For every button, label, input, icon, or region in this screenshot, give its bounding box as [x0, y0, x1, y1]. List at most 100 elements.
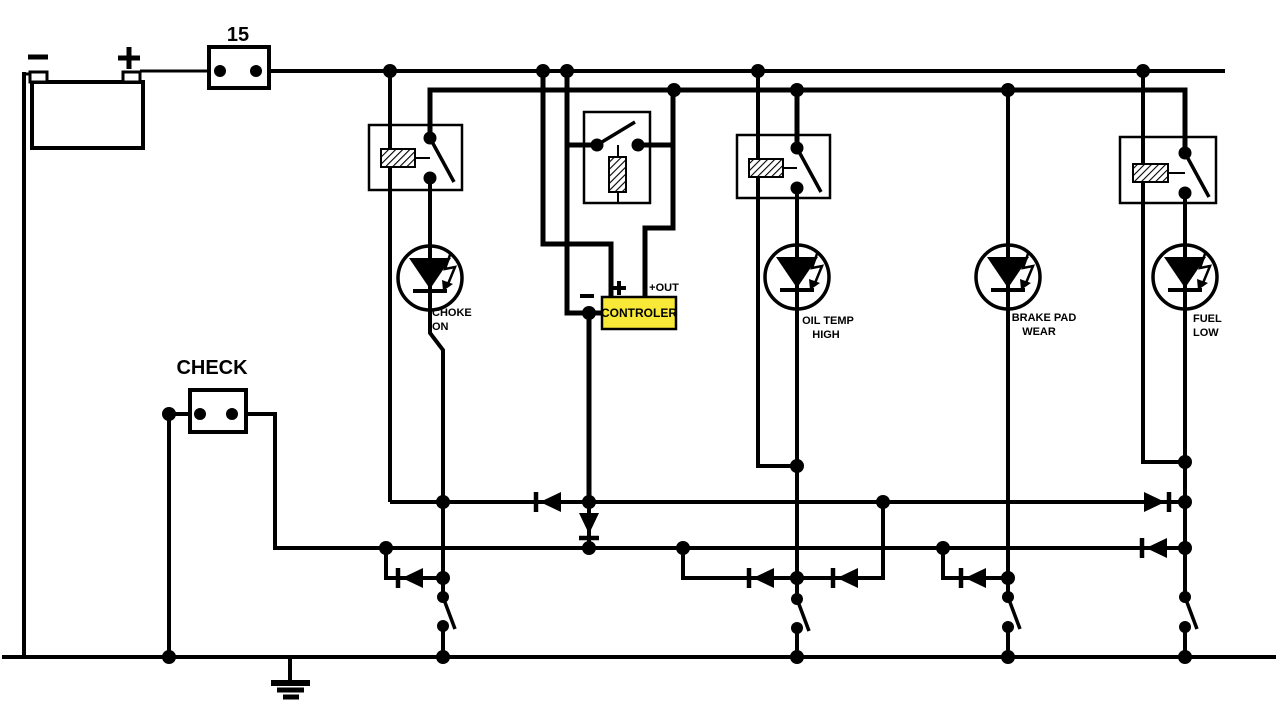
- contact-dot: [791, 593, 803, 605]
- brake-diode-row: [941, 548, 1008, 580]
- fuel-check-diode: [1139, 538, 1167, 558]
- contact-dot: [437, 620, 449, 632]
- brake-lamp-label-1: BRAKE PAD: [1012, 312, 1077, 324]
- fuel-lamp: [1151, 243, 1219, 311]
- oil-temp-relay-contact-dot: [790, 181, 804, 195]
- choke-relay-coil: [380, 148, 416, 168]
- choke-diode-branch: [384, 548, 443, 580]
- controller-box: [600, 295, 678, 331]
- junctions-layer: [162, 64, 1192, 664]
- controller-minus-diode: [579, 513, 599, 541]
- junction-dot: [560, 64, 574, 78]
- choke-relay-box: [367, 123, 464, 192]
- choke-relay: [367, 123, 464, 192]
- junction-dot: [936, 541, 950, 555]
- fuel-lamp-flash-icon: [1198, 250, 1213, 284]
- junction-dot: [383, 64, 397, 78]
- junction-dot: [1136, 64, 1150, 78]
- choke-lamp-flash-arrowhead: [442, 280, 453, 291]
- junction-dot: [436, 650, 450, 664]
- controller-minus-diode-triangle: [579, 513, 599, 534]
- contact-dot: [1179, 621, 1191, 633]
- junction-dot: [162, 650, 176, 664]
- fuel-lamp-flash-arrowhead: [1197, 279, 1208, 290]
- controller-out-label: +OUT: [649, 282, 679, 294]
- junction-dot: [162, 407, 176, 421]
- fuel-relay: [1118, 135, 1218, 205]
- junction-dot: [790, 83, 804, 97]
- brake-pad-lamp: [974, 243, 1042, 311]
- junction-dot: [1178, 650, 1192, 664]
- junction-dot: [790, 650, 804, 664]
- junction-dot: [1001, 571, 1015, 585]
- junction-dot: [1178, 455, 1192, 469]
- choke-lamp-wire: [428, 178, 445, 597]
- choke-lamp-flash-icon: [443, 251, 458, 285]
- contact-dot: [226, 408, 238, 420]
- brake-check-diode: [958, 568, 986, 588]
- fuel-lamp-label-2: LOW: [1193, 327, 1219, 339]
- controller-relay-contact-dot: [590, 138, 604, 152]
- junction-dot: [436, 571, 450, 585]
- oil-relay-arm: [795, 147, 823, 193]
- oil-temp-relay-contact-dot: [790, 141, 804, 155]
- junction-dot: [790, 571, 804, 585]
- brake-check-diode-triangle: [965, 568, 986, 588]
- fuel-coil-wire: [1141, 71, 1185, 464]
- oil-diode-row: [681, 502, 885, 580]
- brake-lamp-label-2: WEAR: [1022, 326, 1056, 338]
- oil-coil-wire: [756, 71, 797, 468]
- choke-check-diode: [395, 568, 423, 588]
- brake-pad-lamp-flash-arrowhead: [1020, 279, 1031, 290]
- fuel-lamp-label-1: FUEL: [1193, 313, 1222, 325]
- brake-pad-lamp-triangle: [987, 257, 1029, 288]
- mid-right-contact-down: [642, 145, 676, 297]
- choke-relay-contact-dot: [423, 131, 437, 145]
- fuel-lamp-circle: [1151, 243, 1219, 311]
- oil-bus-diode: [830, 568, 858, 588]
- junction-dot: [667, 83, 681, 97]
- contact-dot: [791, 622, 803, 634]
- fuel-lamp-triangle: [1164, 257, 1206, 288]
- junction-dot: [676, 541, 690, 555]
- fuel-bus-diode-triangle: [1144, 492, 1165, 512]
- oil-check-diode-triangle: [753, 568, 774, 588]
- oil-temp-lamp: [763, 243, 831, 311]
- mid-relay-arm: [596, 120, 636, 147]
- controller-label: CONTROLER: [601, 306, 677, 320]
- choke-bus-diode-triangle: [540, 492, 561, 512]
- choke-lamp-label-1: CHOKE: [432, 307, 472, 319]
- oil-temp-relay: [735, 133, 832, 200]
- contact-dot: [214, 65, 226, 77]
- controller-relay-coil: [608, 156, 627, 193]
- fuel-relay-contact-dot: [1178, 146, 1192, 160]
- ignition-switch-label: 15: [227, 24, 249, 46]
- junction-dot: [1178, 541, 1192, 555]
- battery-terminal-neg: [28, 70, 49, 84]
- junction-dot: [1001, 650, 1015, 664]
- choke-bus-diode: [533, 492, 561, 512]
- junction-dot: [751, 64, 765, 78]
- oil-temp-lamp-triangle: [776, 257, 818, 288]
- contact-dot: [250, 65, 262, 77]
- choke-check-diode-triangle: [402, 568, 423, 588]
- junction-dot: [582, 495, 596, 509]
- choke-relay-contact-dot: [423, 171, 437, 185]
- contact-dot: [1179, 591, 1191, 603]
- check-bus-548: [246, 412, 1185, 550]
- fuel-relay-contact-dot: [1178, 186, 1192, 200]
- oil-check-diode: [746, 568, 774, 588]
- junction-dot: [790, 459, 804, 473]
- controller-relay: [582, 110, 652, 205]
- components-layer: [28, 45, 1219, 588]
- contact-dot: [194, 408, 206, 420]
- brake-pad-lamp-flash-icon: [1021, 250, 1036, 284]
- oil-lamp-label-2: HIGH: [812, 329, 840, 341]
- junction-dot: [582, 306, 596, 320]
- contact-dot: [437, 591, 449, 603]
- fuel-bus-diode: [1144, 492, 1172, 512]
- wires-layer: [2, 47, 1276, 700]
- battery-terminal-pos: [121, 70, 142, 84]
